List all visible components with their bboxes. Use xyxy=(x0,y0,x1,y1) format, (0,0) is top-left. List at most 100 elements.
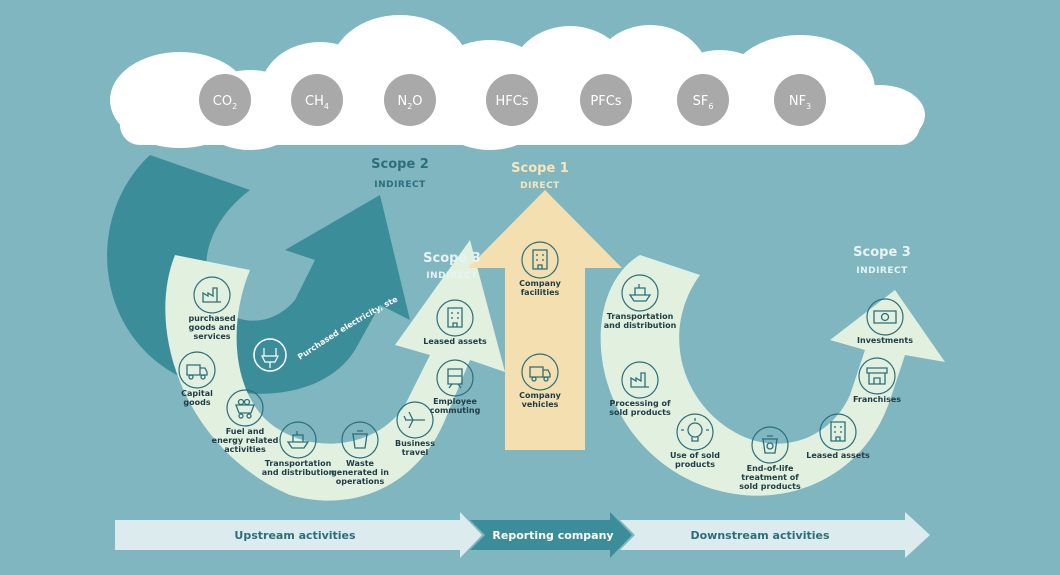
category-label: sold products xyxy=(609,408,671,417)
category-item: Leased assets xyxy=(806,413,870,460)
factory-icon xyxy=(202,287,221,303)
gas-badge: N2O xyxy=(384,74,436,126)
category-label: treatment of xyxy=(741,473,799,482)
scope1-subtitle: DIRECT xyxy=(520,181,560,191)
shop-icon xyxy=(866,367,888,385)
reporting-label: Reporting company xyxy=(492,529,613,542)
category-item: Leased assets xyxy=(423,299,487,346)
gas-badge: SF6 xyxy=(677,74,729,126)
building-icon xyxy=(447,307,463,328)
gas-label: PFCs xyxy=(590,94,621,109)
icon-ring xyxy=(178,351,216,389)
downstream-bar xyxy=(620,512,930,558)
gas-label: CO2 xyxy=(213,94,237,111)
icon-ring xyxy=(279,421,317,459)
gas-circle xyxy=(677,74,729,126)
category-label: and distribution xyxy=(262,468,335,477)
gas-label: CH4 xyxy=(305,94,329,111)
waste-bin-icon xyxy=(352,430,368,449)
icon-ring xyxy=(858,357,896,395)
category-label: goods and xyxy=(189,323,236,332)
category-label: Waste xyxy=(346,459,375,468)
category-label: goods xyxy=(183,398,210,407)
category-label: Company xyxy=(519,391,562,400)
scope3-upstream-arrow xyxy=(165,240,505,501)
icon-ring xyxy=(676,413,714,451)
category-label: Fuel and xyxy=(226,427,265,436)
gas-circle xyxy=(774,74,826,126)
airplane-icon xyxy=(403,411,425,429)
gas-badge: CH4 xyxy=(291,74,343,126)
gas-label: NF3 xyxy=(789,94,811,111)
gas-badge: CO2 xyxy=(199,74,251,126)
category-label: Transportation xyxy=(607,312,674,321)
category-label: commuting xyxy=(430,406,481,415)
upstream-label: Upstream activities xyxy=(234,529,356,542)
category-label: End-of-life xyxy=(747,464,794,473)
gas-label: HFCs xyxy=(495,94,528,109)
banknote-icon xyxy=(873,310,897,324)
scope3-down-title: Scope 3 xyxy=(853,245,911,260)
gas-circle xyxy=(486,74,538,126)
category-label: activities xyxy=(224,445,266,454)
train-icon xyxy=(447,368,463,389)
category-label: products xyxy=(675,460,715,469)
category-label: generated in xyxy=(331,468,389,477)
category-label: Use of sold xyxy=(670,451,720,460)
factory-icon xyxy=(630,372,649,388)
category-label: Business xyxy=(395,439,435,448)
lightbulb-icon xyxy=(681,418,709,442)
icon-ring xyxy=(621,361,659,399)
scope2-title: Scope 2 xyxy=(371,157,429,172)
gas-circle xyxy=(580,74,632,126)
category-label: and distribution xyxy=(604,321,677,330)
gas-badge: PFCs xyxy=(580,74,632,126)
ship-icon xyxy=(628,284,652,302)
reporting-bar xyxy=(470,512,632,558)
icon-ring xyxy=(341,421,379,459)
category-item: Franchises xyxy=(853,357,901,404)
truck-icon xyxy=(186,364,208,380)
category-label: Investments xyxy=(857,336,913,345)
category-label: Leased assets xyxy=(806,451,870,460)
building-icon xyxy=(830,421,846,442)
category-label: travel xyxy=(402,448,429,457)
icon-ring xyxy=(819,413,857,451)
recycle-bin-icon xyxy=(762,435,778,454)
icon-ring xyxy=(621,274,659,312)
gas-circle xyxy=(291,74,343,126)
category-label: Processing of xyxy=(610,399,671,408)
gases-layer: CO2 CH4 N2O HFCs PFCs SF6 NF3 xyxy=(199,74,826,126)
category-label: Company xyxy=(519,279,562,288)
gas-circle xyxy=(199,74,251,126)
scope3-down-subtitle: INDIRECT xyxy=(856,266,908,276)
icon-ring xyxy=(193,276,231,314)
category-label: Franchises xyxy=(853,395,901,404)
category-label: sold products xyxy=(739,482,801,491)
category-label: energy related xyxy=(212,436,279,445)
scope3-up-subtitle: INDIRECT xyxy=(426,271,478,281)
category-label: Employee xyxy=(433,397,477,406)
scope2-plug-icon xyxy=(253,338,287,372)
gas-badge: HFCs xyxy=(486,74,538,126)
scope1-arrow xyxy=(468,190,622,450)
icon-ring xyxy=(436,299,474,337)
category-label: services xyxy=(193,332,230,341)
category-label: Leased assets xyxy=(423,337,487,346)
icon-ring xyxy=(866,298,904,336)
scope2-arrow xyxy=(107,155,410,394)
